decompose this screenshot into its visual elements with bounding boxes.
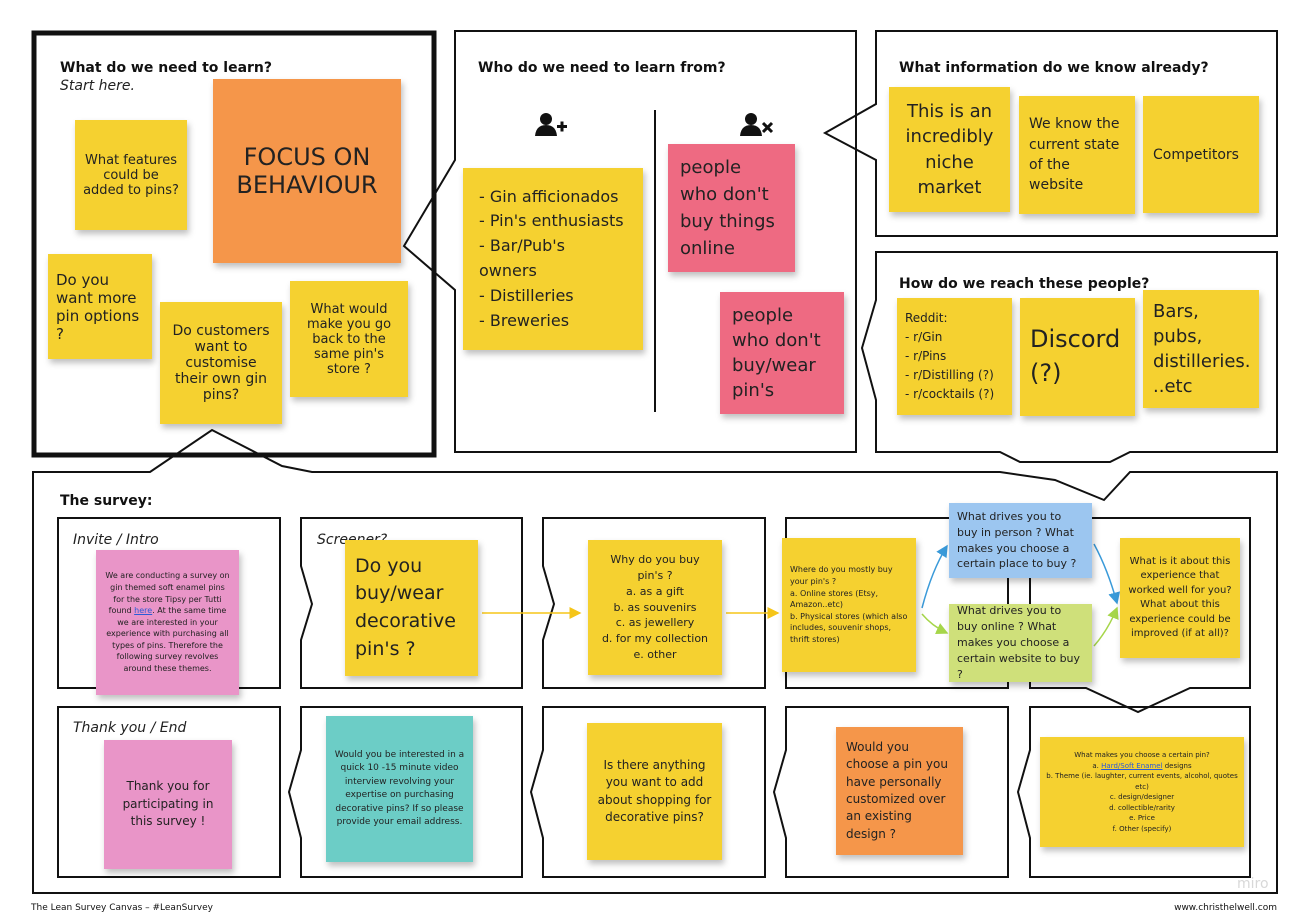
sticky-note: What would make you go back to the same … — [290, 281, 408, 397]
step-box-9 — [287, 706, 523, 878]
survey-title: The survey: — [60, 493, 153, 509]
sticky-note: Would you choose a pin you have personal… — [836, 727, 963, 855]
know-panel — [822, 30, 1278, 237]
sticky-note: Do customers want to customise their own… — [160, 302, 282, 424]
step-box-2 — [300, 517, 523, 689]
step-label-invite: Invite / Intro — [73, 532, 159, 548]
learn-panel — [31, 30, 437, 458]
reach-title: How do we reach these people? — [899, 276, 1150, 292]
reach-panel — [860, 251, 1278, 463]
arrow-where-to-online — [921, 613, 949, 634]
step-box-6 — [1016, 706, 1251, 878]
who-title: Who do we need to learn from? — [478, 60, 726, 76]
sticky-note: people who don't buy/wear pin's — [720, 292, 844, 414]
sticky-note-focus: FOCUS ON BEHAVIOUR — [213, 79, 401, 263]
footer-right: www.christhelwell.com — [1174, 903, 1277, 913]
remove-person-icon — [740, 113, 774, 136]
intro-link[interactable]: here — [134, 606, 153, 616]
learn-subtitle: Start here. — [60, 78, 135, 94]
step-box-5 — [1029, 517, 1251, 714]
enamel-link[interactable]: Hard/Soft Enamel — [1101, 761, 1163, 770]
sticky-note: Reddit: - r/Gin - r/Pins - r/Distilling … — [897, 298, 1012, 415]
sticky-note: Discord (?) — [1020, 298, 1135, 416]
step-box-10 — [57, 706, 281, 878]
sticky-note: What is it about this experience that wo… — [1120, 538, 1240, 658]
sticky-note: What drives you to buy online ? What mak… — [949, 604, 1092, 682]
sticky-note: Bars, pubs, distilleries. ..etc — [1143, 290, 1259, 408]
sticky-note: What makes you choose a certain pin?a. H… — [1040, 737, 1244, 847]
step-label-thankyou: Thank you / End — [73, 720, 187, 736]
miro-watermark: miro — [1237, 876, 1269, 892]
add-person-icon — [535, 113, 567, 136]
know-title: What information do we know already? — [899, 60, 1209, 76]
survey-panel — [32, 428, 1278, 894]
sticky-note: people who don't buy things online — [668, 144, 795, 272]
sticky-note: Is there anything you want to add about … — [587, 723, 722, 860]
sticky-note-thanks: Thank you for participating in this surv… — [104, 740, 232, 869]
arrow-where-to-inperson — [921, 544, 948, 609]
arrow-inperson-to-experience — [1093, 543, 1121, 605]
sticky-note: This is an incredibly niche market — [889, 87, 1010, 212]
sticky-note: We know the current state of the website — [1019, 96, 1135, 214]
step-box-7 — [772, 706, 1009, 878]
sticky-note: Competitors — [1143, 96, 1259, 213]
sticky-note: Why do you buy pin's ? a. as a gift b. a… — [588, 540, 722, 675]
sticky-note: What features could be added to pins? — [75, 120, 187, 230]
sticky-note-intro: We are conducting a survey on gin themed… — [96, 550, 239, 695]
sticky-note: - Gin afficionados - Pin's enthusiasts -… — [463, 168, 643, 350]
sticky-note: Would you be interested in a quick 10 -1… — [326, 716, 473, 862]
who-panel — [402, 30, 857, 453]
sticky-note: What drives you to buy in person ? What … — [949, 503, 1092, 578]
footer-left: The Lean Survey Canvas – #LeanSurvey — [31, 903, 213, 913]
sticky-note: Do you buy/wear decorative pin's ? — [345, 540, 478, 676]
sticky-note: Do you want more pin options ? — [48, 254, 152, 359]
learn-title: What do we need to learn? — [60, 60, 273, 76]
step-box-8 — [529, 706, 766, 878]
sticky-note: Where do you mostly buy your pin's ? a. … — [782, 538, 916, 672]
step-box-3 — [542, 517, 766, 689]
arrow-online-to-experience — [1093, 606, 1119, 647]
